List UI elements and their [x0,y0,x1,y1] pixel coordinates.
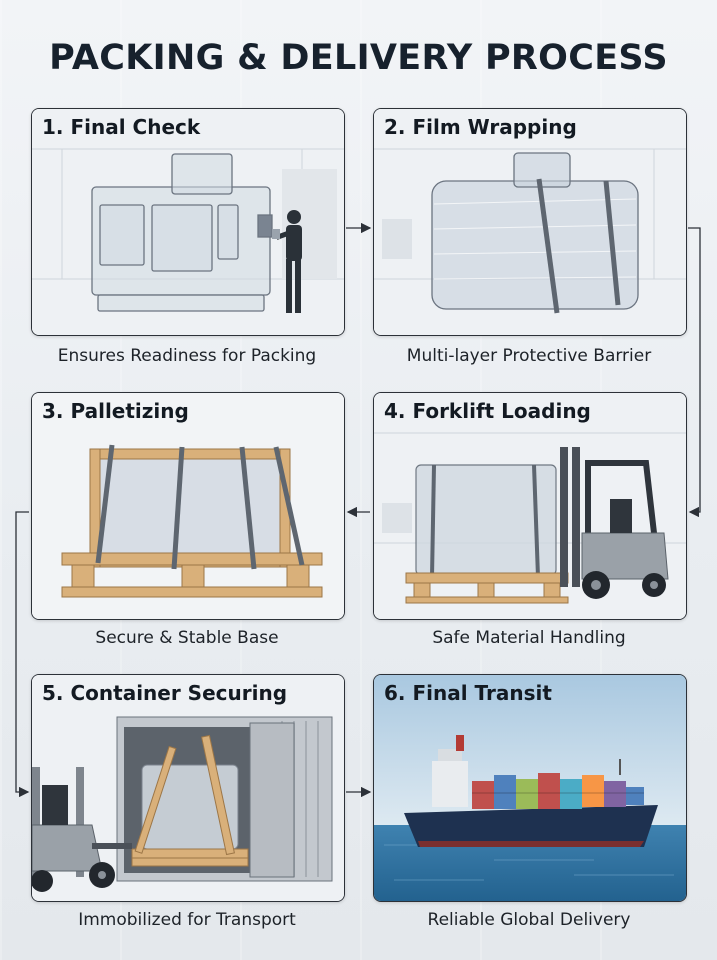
machine-icon [32,109,344,335]
step-6-caption: Reliable Global Delivery [427,910,631,930]
step-1-caption: Ensures Readiness for Packing [57,346,317,366]
step-4-title: 4. Forklift Loading [384,399,591,423]
step-2-title: 2. Film Wrapping [384,115,577,139]
page-title: PACKING & DELIVERY PROCESS [49,38,668,78]
step-3-caption: Secure & Stable Base [95,628,279,648]
step-4-caption: Safe Material Handling [432,628,626,648]
container-icon [32,675,344,901]
step-3-title: 3. Palletizing [42,399,189,423]
step-2-caption: Multi-layer Protective Barrier [406,346,652,366]
step-4-panel: 4. Forklift Loading [373,392,687,620]
pallet-icon [32,393,344,619]
step-6-title: 6. Final Transit [384,681,552,705]
cargo-ship-icon [374,675,686,901]
step-5-title: 5. Container Securing [42,681,288,705]
step-3-panel: 3. Palletizing [31,392,345,620]
step-1-panel: 1. Final Check [31,108,345,336]
step-5-caption: Immobilized for Transport [78,910,296,930]
forklift-icon [374,393,686,619]
step-6-panel: 6. Final Transit [373,674,687,902]
worker-icon [272,210,302,313]
wrapped-machine-icon [374,109,686,335]
step-1-title: 1. Final Check [42,115,201,139]
step-2-panel: 2. Film Wrapping [373,108,687,336]
step-5-panel: 5. Container Securing [31,674,345,902]
